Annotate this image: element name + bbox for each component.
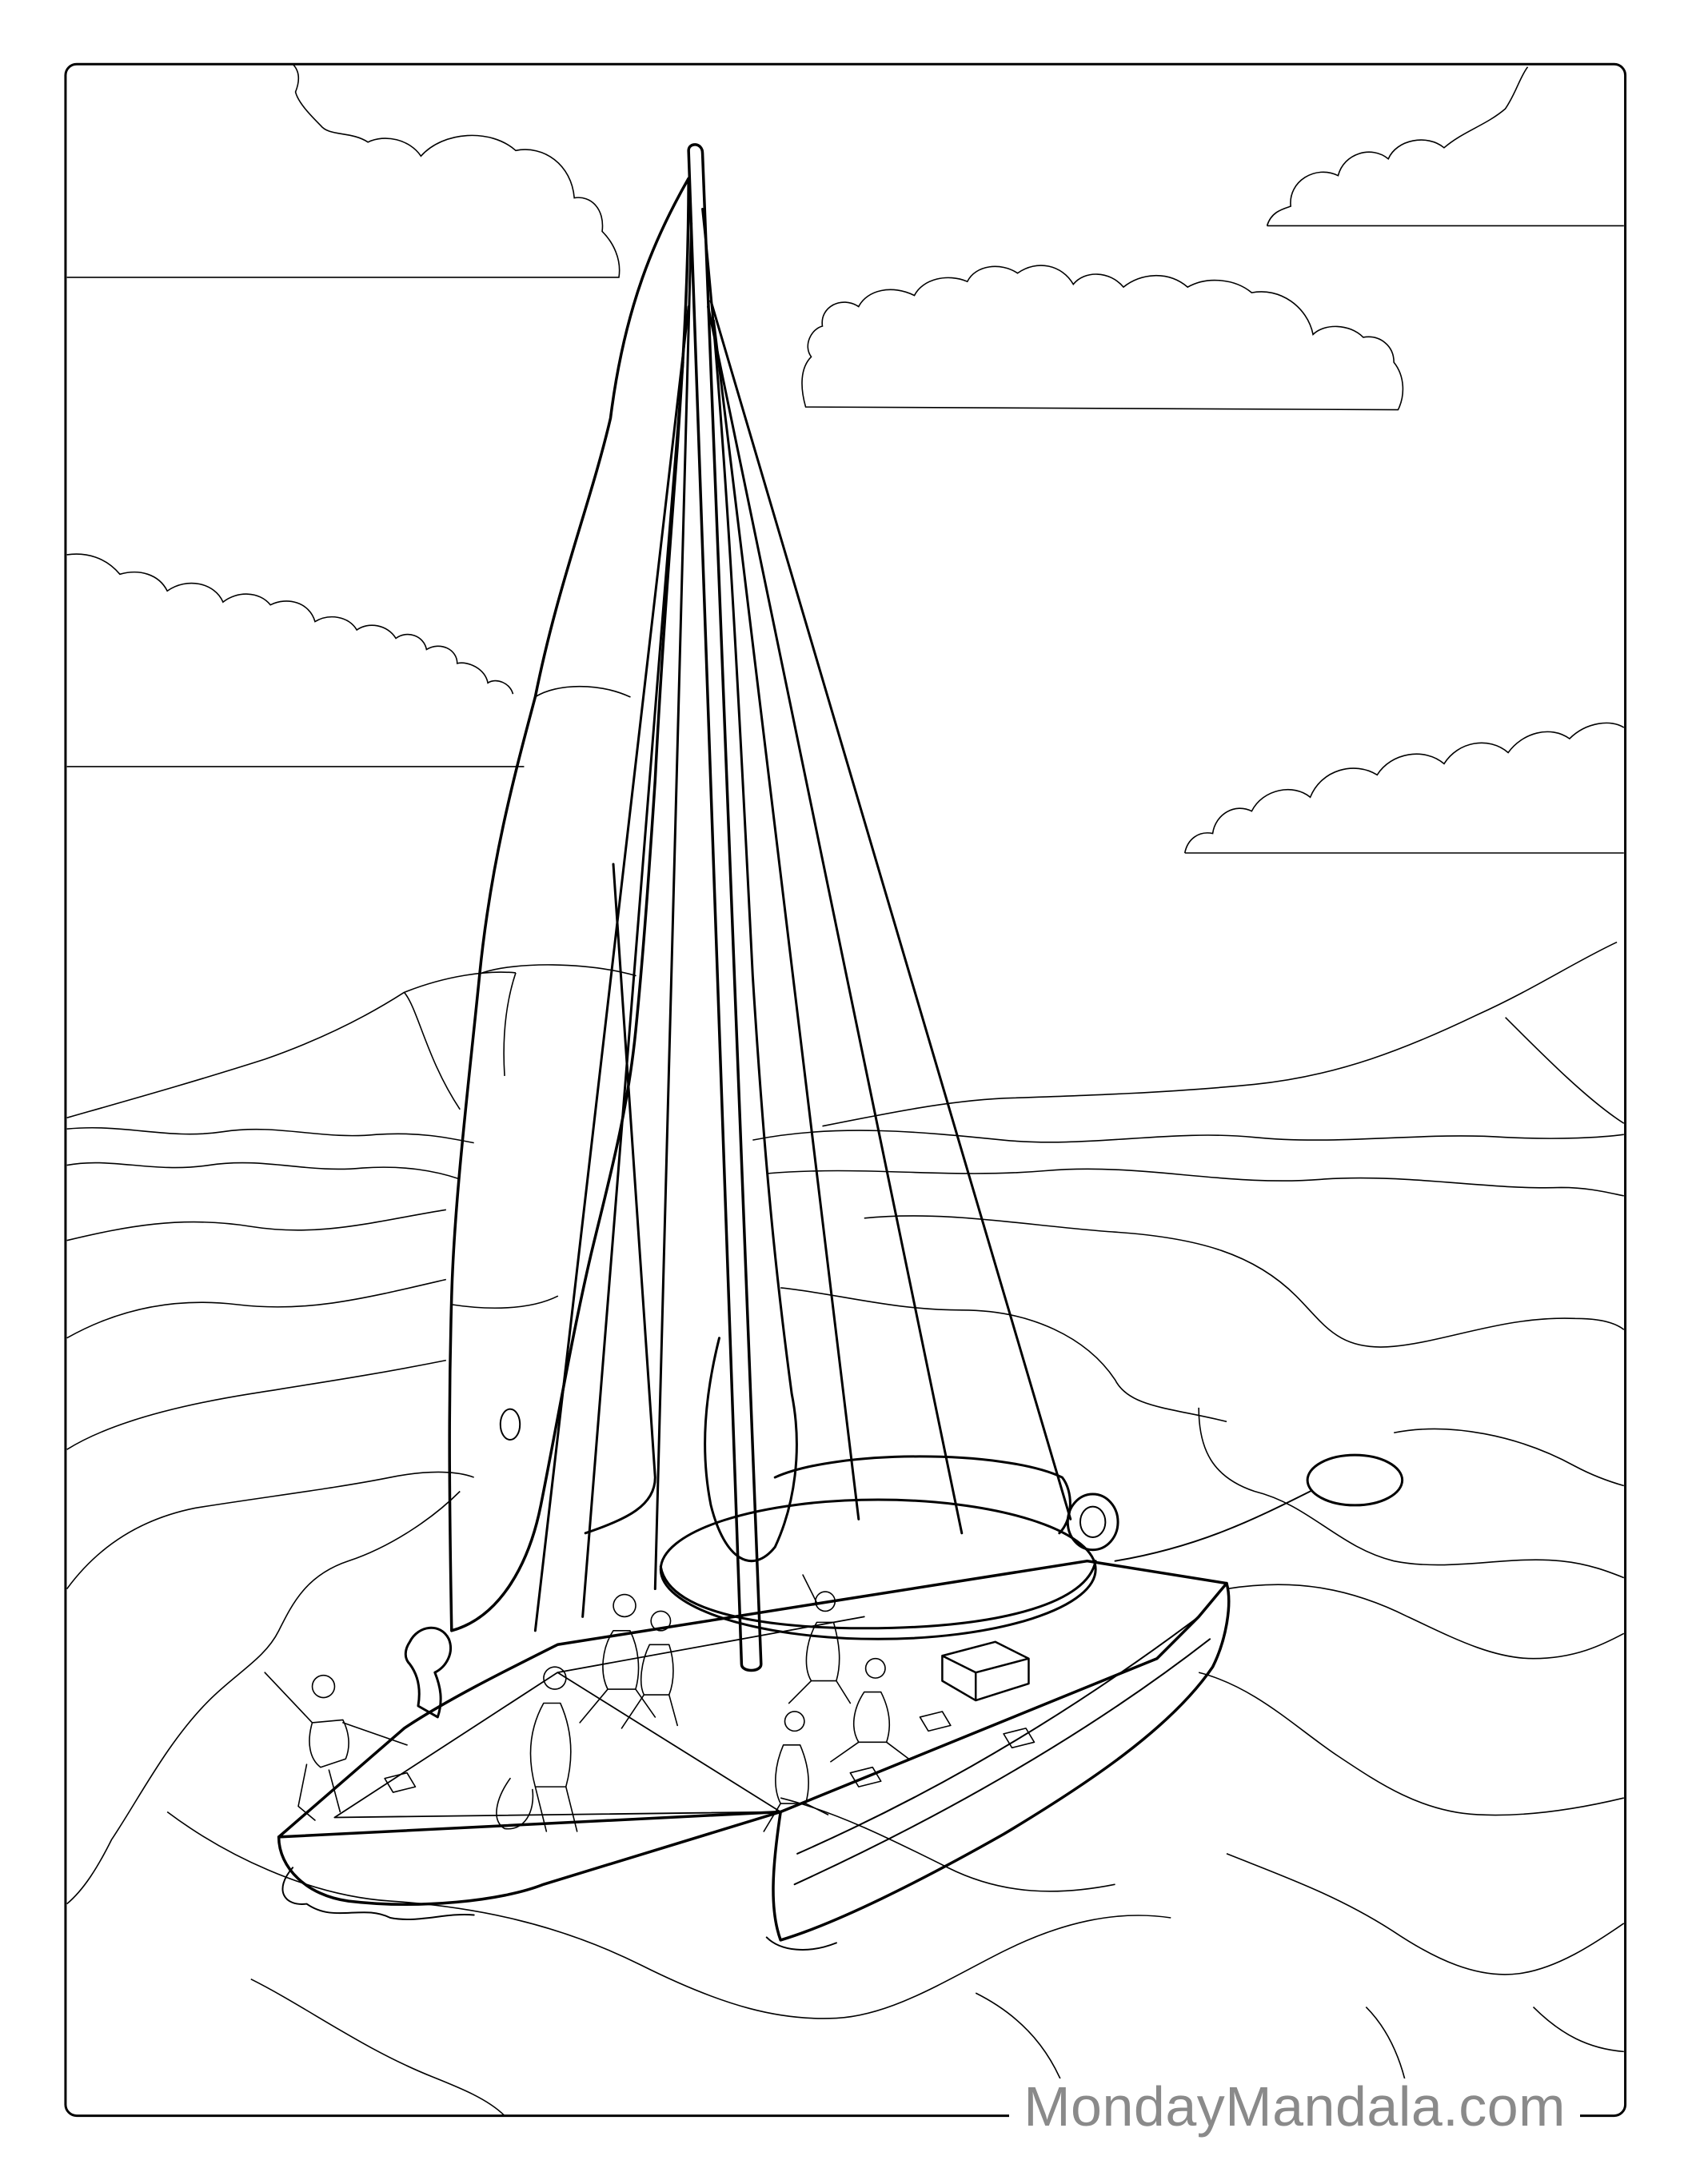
- person: [764, 1712, 828, 1831]
- rigging-line: [583, 362, 684, 1616]
- wave: [67, 1210, 446, 1240]
- life-ring: [1067, 1494, 1118, 1550]
- port-hull: [279, 1811, 781, 1904]
- sail-window: [501, 1409, 520, 1440]
- forestay: [535, 307, 688, 1631]
- wave: [67, 1361, 446, 1450]
- wave: [752, 1130, 1623, 1142]
- wave: [1227, 1854, 1624, 1975]
- person: [831, 1659, 909, 1762]
- wave: [780, 1288, 1227, 1421]
- life-ring-inner: [1080, 1507, 1105, 1537]
- wave: [67, 1279, 446, 1337]
- mast: [688, 145, 761, 1671]
- wave: [67, 1163, 461, 1179]
- shroud: [708, 307, 962, 1533]
- wave: [1199, 1408, 1624, 1578]
- page-border: [66, 64, 1626, 2115]
- cloud-right: [1185, 723, 1624, 853]
- wave: [780, 1798, 1115, 1891]
- wave: [1227, 1584, 1624, 1659]
- wave: [167, 1811, 1171, 2018]
- rigging-line: [655, 223, 691, 1589]
- wave: [251, 1979, 505, 2116]
- cabin-rim: [660, 1561, 1095, 1628]
- sea-waves: [67, 1128, 1624, 2116]
- wave: [1199, 1672, 1624, 1815]
- cabin-top-rail: [775, 1457, 1070, 1533]
- cloud-middle-right: [802, 265, 1403, 410]
- hull-line: [795, 1616, 1210, 1884]
- passengers: [265, 1575, 908, 1831]
- hull-foam: [282, 1867, 836, 1950]
- wave: [1394, 1429, 1624, 1486]
- buoy: [1307, 1455, 1403, 1505]
- buoy-rope: [1115, 1492, 1311, 1561]
- clouds: [67, 64, 1624, 853]
- wave: [1534, 2007, 1624, 2052]
- main-sail: [703, 209, 797, 1561]
- deck: [279, 1561, 1227, 1837]
- starboard-hull: [773, 1584, 1229, 1940]
- mountain-right: [822, 943, 1623, 1126]
- cloud-top-left: [67, 64, 620, 277]
- person: [621, 1611, 677, 1728]
- person: [580, 1595, 655, 1723]
- mountain-left: [67, 972, 516, 1118]
- figure-head: [405, 1628, 450, 1717]
- jib-sail: [449, 178, 688, 1631]
- shroud: [711, 301, 1071, 1520]
- cooler-box: [942, 1642, 1028, 1700]
- wave: [767, 1169, 1624, 1196]
- person: [789, 1575, 851, 1703]
- cloud-left: [67, 554, 525, 767]
- cloud-top-right: [1267, 67, 1624, 226]
- wave: [67, 1492, 461, 1904]
- wave: [67, 1472, 474, 1588]
- watermark-logo: MondayMandala.com: [1009, 2078, 1580, 2134]
- sail-stripe: [452, 687, 636, 1309]
- wave: [67, 1128, 474, 1143]
- jib-sheet: [585, 864, 655, 1533]
- catamaran: [265, 145, 1402, 1950]
- deck-hatch: [385, 1712, 1034, 1792]
- wave: [864, 1216, 1624, 1347]
- mountains: [67, 943, 1624, 1126]
- shroud: [714, 321, 859, 1519]
- trampoline-net: [334, 1616, 864, 1817]
- person: [497, 1667, 577, 1831]
- person: [265, 1672, 407, 1820]
